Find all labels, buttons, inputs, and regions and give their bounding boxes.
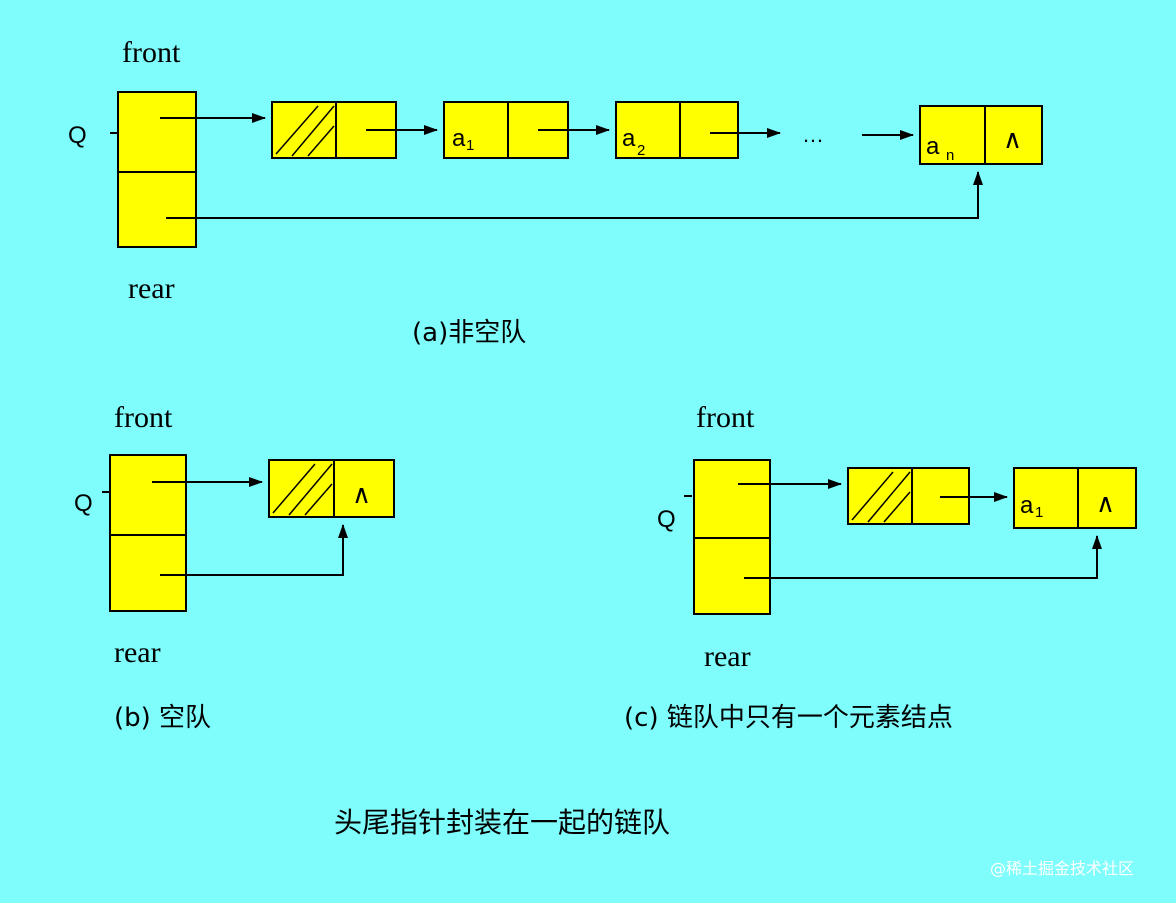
front-cell [109,454,187,536]
rear-cell [117,171,197,248]
diagram-a: front Q rear a 1 a 2 [68,36,1043,348]
rear-arrow [160,524,348,576]
node-a1-sub: 1 [1035,504,1043,521]
node-an-sub: n [946,147,954,164]
null-symbol: ∧ [352,480,371,510]
node-a1-char: a [1020,492,1034,519]
rear-label: rear [704,640,751,673]
node-a1: a 1 ∧ [1013,467,1137,529]
node-a1-sub: 1 [466,137,474,154]
front-label: front [122,36,181,69]
rear-arrow [166,171,983,219]
rear-cell [109,534,187,612]
hatch-pattern [272,463,333,516]
node-an-char: a [926,133,940,160]
node-a1-char: a [452,125,466,152]
head-node: ∧ [268,459,395,518]
q-label: Q [657,506,676,533]
rear-arrow [744,535,1102,579]
watermark: @稀土掘金技术社区 [990,859,1134,878]
q-label: Q [74,490,93,517]
hatch-pattern [851,471,911,523]
node-a2: a 2 [615,101,739,159]
rear-label: rear [128,272,175,305]
node-a2-sub: 2 [637,142,645,159]
ellipsis: … [802,122,824,147]
caption-a: (a)非空队 [412,318,526,348]
diagram-b: front Q rear ∧ (b) 空队 [74,401,395,733]
caption-b: (b) 空队 [114,703,211,733]
rear-cell [693,537,771,615]
null-symbol: ∧ [1003,125,1022,155]
main-title: 头尾指针封装在一起的链队 [334,806,670,839]
q-label: Q [68,122,87,149]
rear-label: rear [114,636,161,669]
hatch-pattern [275,105,335,157]
front-label: front [696,401,755,434]
front-label: front [114,401,173,434]
diagram-c: front Q rear a 1 ∧ (c) 链队中只有一个元素结点 [624,401,1137,733]
caption-c: (c) 链队中只有一个元素结点 [624,703,953,733]
null-symbol: ∧ [1096,489,1115,519]
front-cell [693,459,771,539]
node-an: a n ∧ [919,105,1043,165]
node-a2-char: a [622,125,636,152]
front-cell [117,91,197,173]
